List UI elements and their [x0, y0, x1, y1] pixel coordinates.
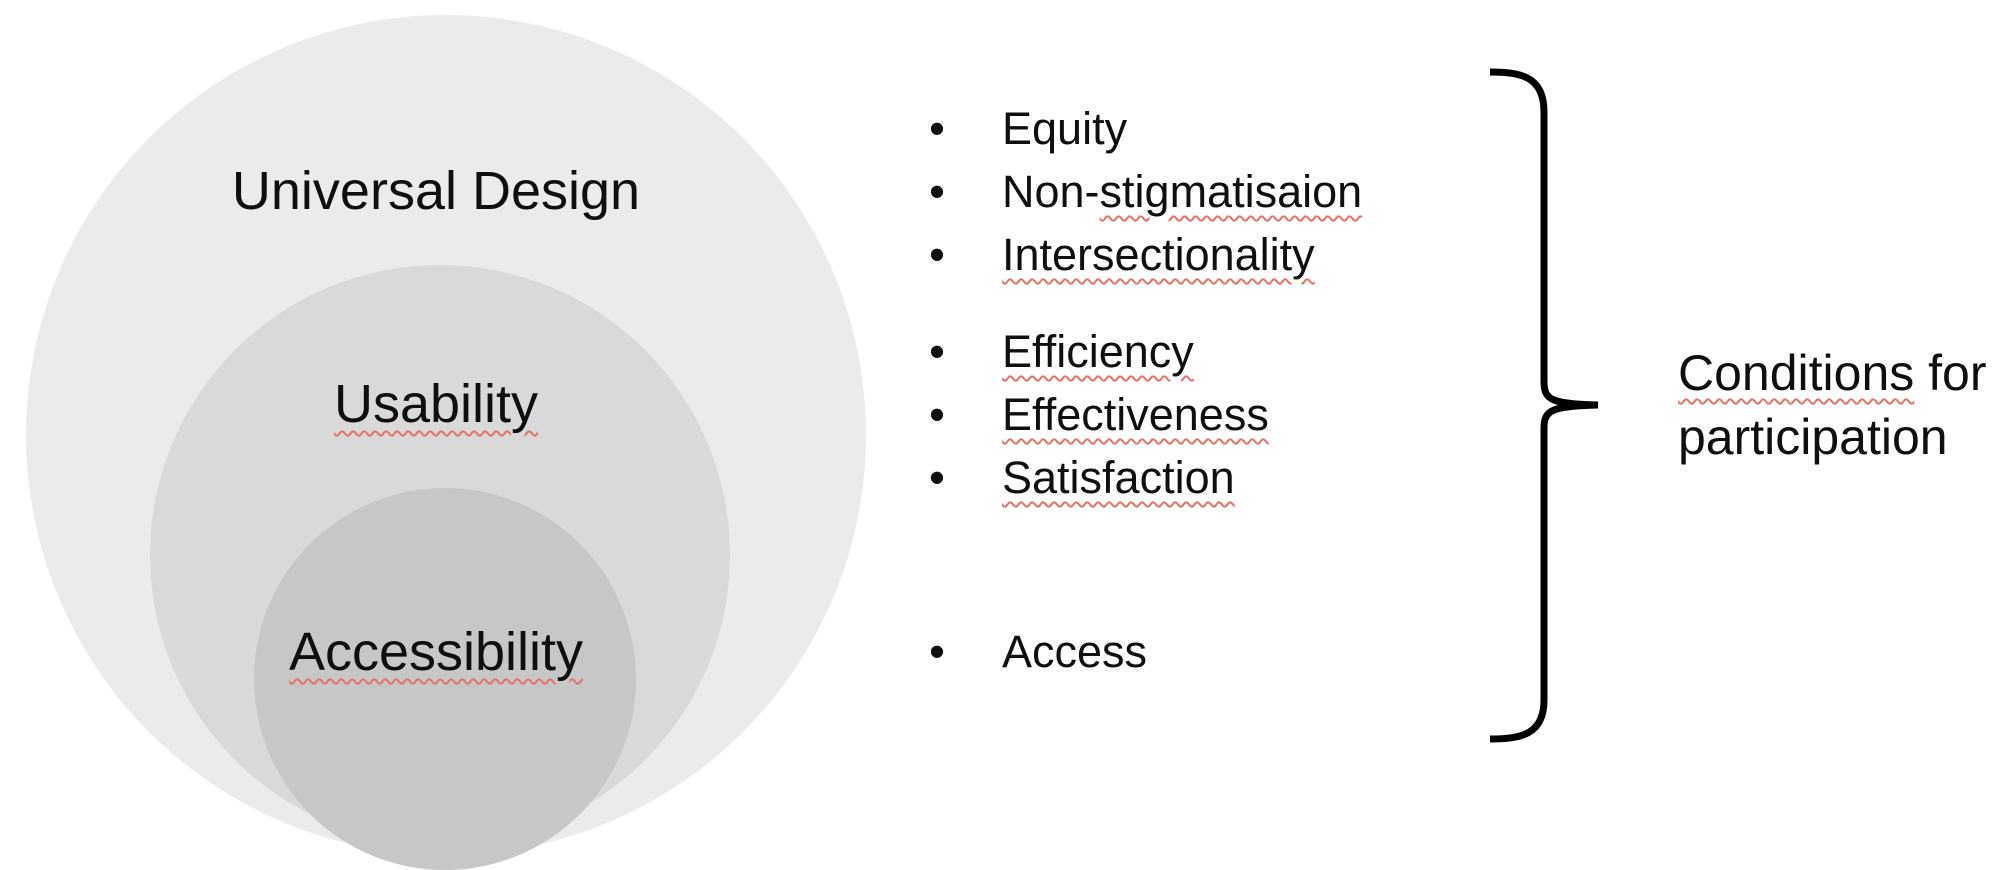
- bullet-text-misspelled: stigmatisaion: [1099, 166, 1363, 217]
- bullet-group-equity: • Equity • Non-stigmatisaion • Intersect…: [915, 97, 1362, 286]
- list-item: • Effectiveness: [915, 383, 1269, 446]
- list-item: • Non-stigmatisaion: [915, 160, 1362, 223]
- label-usability: Usability: [333, 374, 539, 434]
- bullet-text-intersectionality: Intersectionality: [1002, 229, 1315, 280]
- bullet-icon: •: [929, 452, 945, 503]
- bullet-icon: •: [929, 229, 945, 280]
- conditions-label: Conditions for participation: [1678, 341, 1987, 469]
- caption-line2: participation: [1678, 409, 1948, 465]
- list-item: • Satisfaction: [915, 446, 1269, 509]
- list-item: • Intersectionality: [915, 223, 1362, 286]
- circle-accessibility: [254, 488, 636, 870]
- label-accessibility: Accessibility: [288, 622, 584, 682]
- caption-rest-line1: for: [1914, 345, 1987, 401]
- list-item: • Efficiency: [915, 320, 1269, 383]
- bullet-group-usability: • Efficiency • Effectiveness • Satisfact…: [915, 320, 1269, 509]
- bullet-icon: •: [929, 166, 945, 217]
- list-item: • Equity: [915, 97, 1362, 160]
- bullet-text-effectiveness: Effectiveness: [1002, 389, 1269, 440]
- bullet-text-access: Access: [1002, 626, 1148, 677]
- bullet-text-efficiency: Efficiency: [1002, 326, 1194, 377]
- curly-brace-icon: [1489, 68, 1599, 743]
- bullet-text-satisfaction: Satisfaction: [1002, 452, 1235, 503]
- bullet-icon: •: [929, 326, 945, 377]
- bullet-group-access: • Access: [915, 620, 1147, 683]
- caption-word-underlined: Conditions: [1678, 345, 1915, 401]
- bullet-text-prefix: Non-: [1002, 166, 1100, 217]
- label-universal-design: Universal Design: [231, 161, 641, 221]
- bullet-text-equity: Equity: [1002, 103, 1128, 154]
- bullet-icon: •: [929, 389, 945, 440]
- list-item: • Access: [915, 620, 1147, 683]
- bullet-icon: •: [929, 103, 945, 154]
- bullet-icon: •: [929, 626, 945, 677]
- bullet-text-non-stigmatisation: Non-stigmatisaion: [1002, 160, 1362, 223]
